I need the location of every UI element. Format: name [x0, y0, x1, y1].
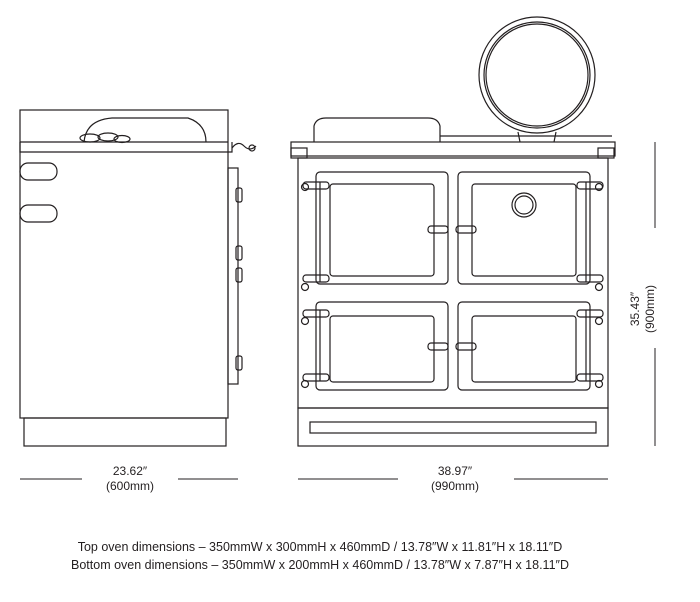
oven-thermometer-icon	[511, 192, 537, 218]
side-depth-dimension: 23.62″ (600mm)	[80, 464, 180, 494]
oven-door-bottom-right	[457, 301, 591, 391]
bottom-oven-spec: Bottom oven dimensions – 350mmW x 200mmH…	[71, 558, 569, 572]
side-body	[19, 109, 229, 419]
front-width-dimension: 38.97″ (990mm)	[405, 464, 505, 494]
door-handle-bottom-left	[427, 342, 449, 351]
height-dimension: 35.43″ (900mm)	[628, 254, 658, 364]
front-view	[290, 16, 616, 447]
side-door-profile	[227, 167, 239, 385]
top-oven-spec: Top oven dimensions – 350mmW x 300mmH x …	[77, 540, 563, 554]
oven-door-top-right	[457, 171, 591, 285]
side-handle-lower	[19, 204, 58, 223]
door-handle-bottom-right	[455, 342, 477, 351]
side-lid-hinge	[231, 142, 257, 150]
front-top-plate	[290, 141, 616, 157]
front-width-inches: 38.97″	[437, 464, 473, 478]
side-top-plate	[19, 142, 233, 153]
height-mm: (900mm)	[643, 285, 657, 334]
front-width-mm: (990mm)	[430, 479, 479, 493]
dimension-lines	[20, 142, 656, 480]
front-body	[297, 157, 609, 409]
side-hotplate-lid	[83, 117, 207, 143]
side-depth-mm: (600mm)	[105, 479, 154, 493]
door-handle-top-left	[427, 225, 449, 234]
hinges-left	[300, 181, 330, 389]
side-depth-inches: 23.62″	[112, 464, 148, 478]
front-plinth	[297, 407, 609, 447]
round-dial	[478, 16, 596, 143]
hinges-right	[576, 181, 604, 389]
front-hotplate-lid	[313, 117, 441, 142]
front-kickplate	[309, 421, 597, 434]
side-handle-upper	[19, 162, 58, 181]
side-view	[19, 109, 257, 447]
side-plinth	[23, 417, 227, 447]
height-inches: 35.43″	[628, 291, 642, 327]
door-handle-top-right	[455, 225, 477, 234]
